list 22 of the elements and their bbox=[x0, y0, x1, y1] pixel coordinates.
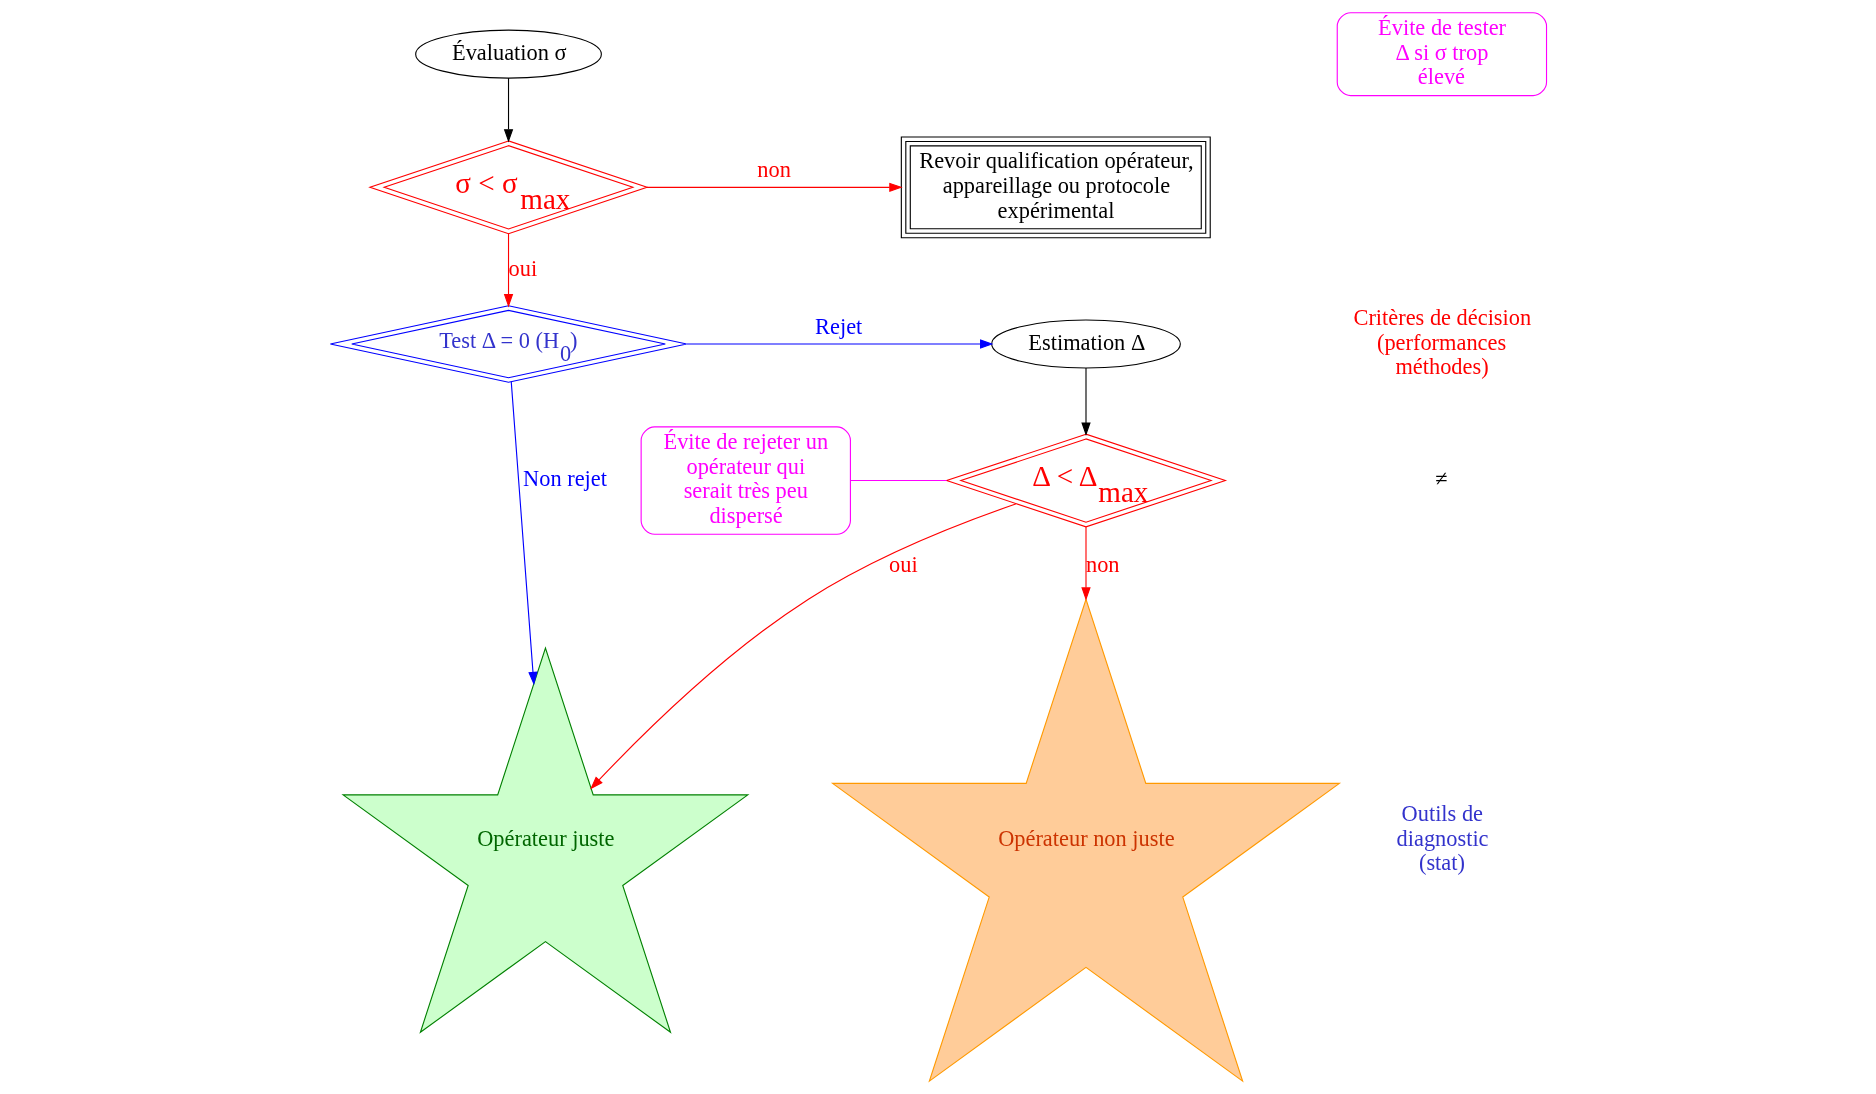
arrow bbox=[503, 77, 513, 143]
arrow bbox=[685, 339, 993, 349]
edge-label: oui bbox=[888, 552, 918, 578]
arrow bbox=[1080, 367, 1091, 436]
arrow bbox=[510, 381, 538, 686]
edge-label: oui bbox=[508, 255, 537, 281]
label: Outils de diagnostic (stat) bbox=[1396, 801, 1489, 876]
connector bbox=[849, 480, 947, 482]
arrow bbox=[1080, 526, 1091, 601]
label: Critères de décision (performances méthodes) bbox=[1352, 304, 1531, 380]
edge-label: Non rejet bbox=[522, 466, 607, 492]
label: ≠ bbox=[1434, 466, 1447, 492]
node-box: Revoir qualification opérateur, appareillage ou protocole expérimental bbox=[900, 136, 1211, 239]
arrow bbox=[589, 503, 1017, 790]
edge-label: non bbox=[756, 157, 791, 183]
node-ellipse: Évaluation σ bbox=[414, 29, 602, 79]
node-box: Évite de rejeter un opérateur qui serait très peu dispersé bbox=[640, 426, 851, 535]
arrow bbox=[503, 232, 513, 308]
node-ellipse: Estimation Δ bbox=[990, 319, 1181, 369]
node-box: Évite de tester Δ si σ trop élevé bbox=[1336, 12, 1547, 97]
arrow bbox=[645, 182, 903, 193]
edge-label: Rejet bbox=[814, 313, 862, 339]
